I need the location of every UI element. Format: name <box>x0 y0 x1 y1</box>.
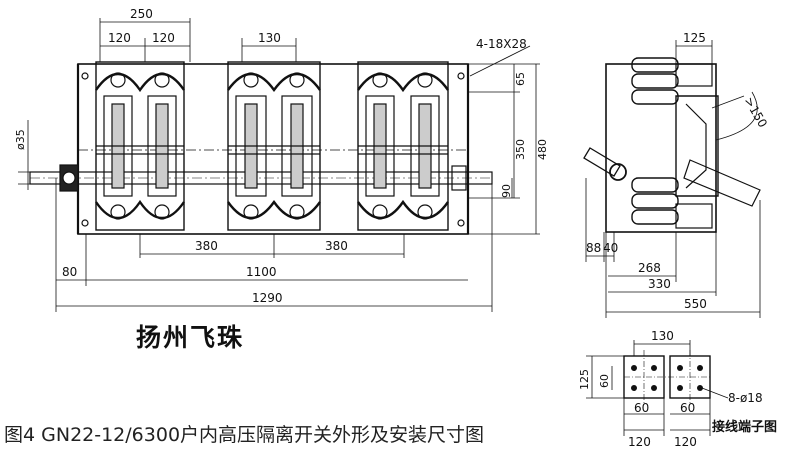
front-view-labels: 250 120 120 130 4-18X28 65 350 480 90 ø3… <box>14 7 549 305</box>
terminal-hole-note: 8-ø18 <box>728 391 763 405</box>
dim-90: 90 <box>500 184 513 198</box>
dim-130: 130 <box>258 31 281 45</box>
pole-1 <box>95 61 185 231</box>
mount-hole <box>81 72 89 80</box>
dim-40: 40 <box>603 241 618 255</box>
side-view-labels: 125 >150 88 40 268 330 550 <box>586 31 770 311</box>
dim-550: 550 <box>684 297 707 311</box>
dim-120-terminal-left: 120 <box>628 435 651 449</box>
dim-350: 350 <box>514 139 527 160</box>
hole-note: 4-18X28 <box>476 37 527 51</box>
dim-88: 88 <box>586 241 601 255</box>
terminal-view-labels: 130 125 60 8-ø18 60 60 120 120 <box>578 329 763 449</box>
dim-250: 250 <box>130 7 153 21</box>
shaft-diameter: ø35 <box>14 129 27 150</box>
dim-330: 330 <box>648 277 671 291</box>
side-view <box>583 40 761 318</box>
dim-130-terminal: 130 <box>651 329 674 343</box>
dim-380-right: 380 <box>325 239 348 253</box>
dim-60-right: 60 <box>680 401 695 415</box>
dim-60-terminal: 60 <box>598 374 611 388</box>
dim-480: 480 <box>536 139 549 160</box>
side-frame <box>605 63 717 233</box>
mount-hole <box>457 72 465 80</box>
dim-125: 125 <box>683 31 706 45</box>
side-insulators <box>631 57 679 225</box>
terminal-title: 接线端子图 <box>712 420 778 435</box>
mount-hole <box>81 219 89 227</box>
dim-268: 268 <box>638 261 661 275</box>
pole-3 <box>357 61 449 231</box>
angle-label: >150 <box>741 95 770 131</box>
dim-120-terminal-right: 120 <box>674 435 697 449</box>
dim-60-left: 60 <box>634 401 649 415</box>
figure-caption: 图4 GN22-12/6300户内高压隔离开关外形及安装尺寸图 <box>4 424 485 446</box>
pole-2 <box>227 61 321 231</box>
dim-120-left: 120 <box>108 31 131 45</box>
dim-80: 80 <box>62 265 77 279</box>
dim-65: 65 <box>514 72 527 86</box>
dim-380-left: 380 <box>195 239 218 253</box>
front-view <box>18 18 540 312</box>
dim-120-right: 120 <box>152 31 175 45</box>
terminal-view <box>586 340 729 436</box>
dim-1100: 1100 <box>246 265 277 279</box>
brand-text: 扬州飞珠 <box>136 323 245 352</box>
dim-125-terminal: 125 <box>578 369 591 390</box>
mount-hole <box>457 219 465 227</box>
dim-1290: 1290 <box>252 291 283 305</box>
